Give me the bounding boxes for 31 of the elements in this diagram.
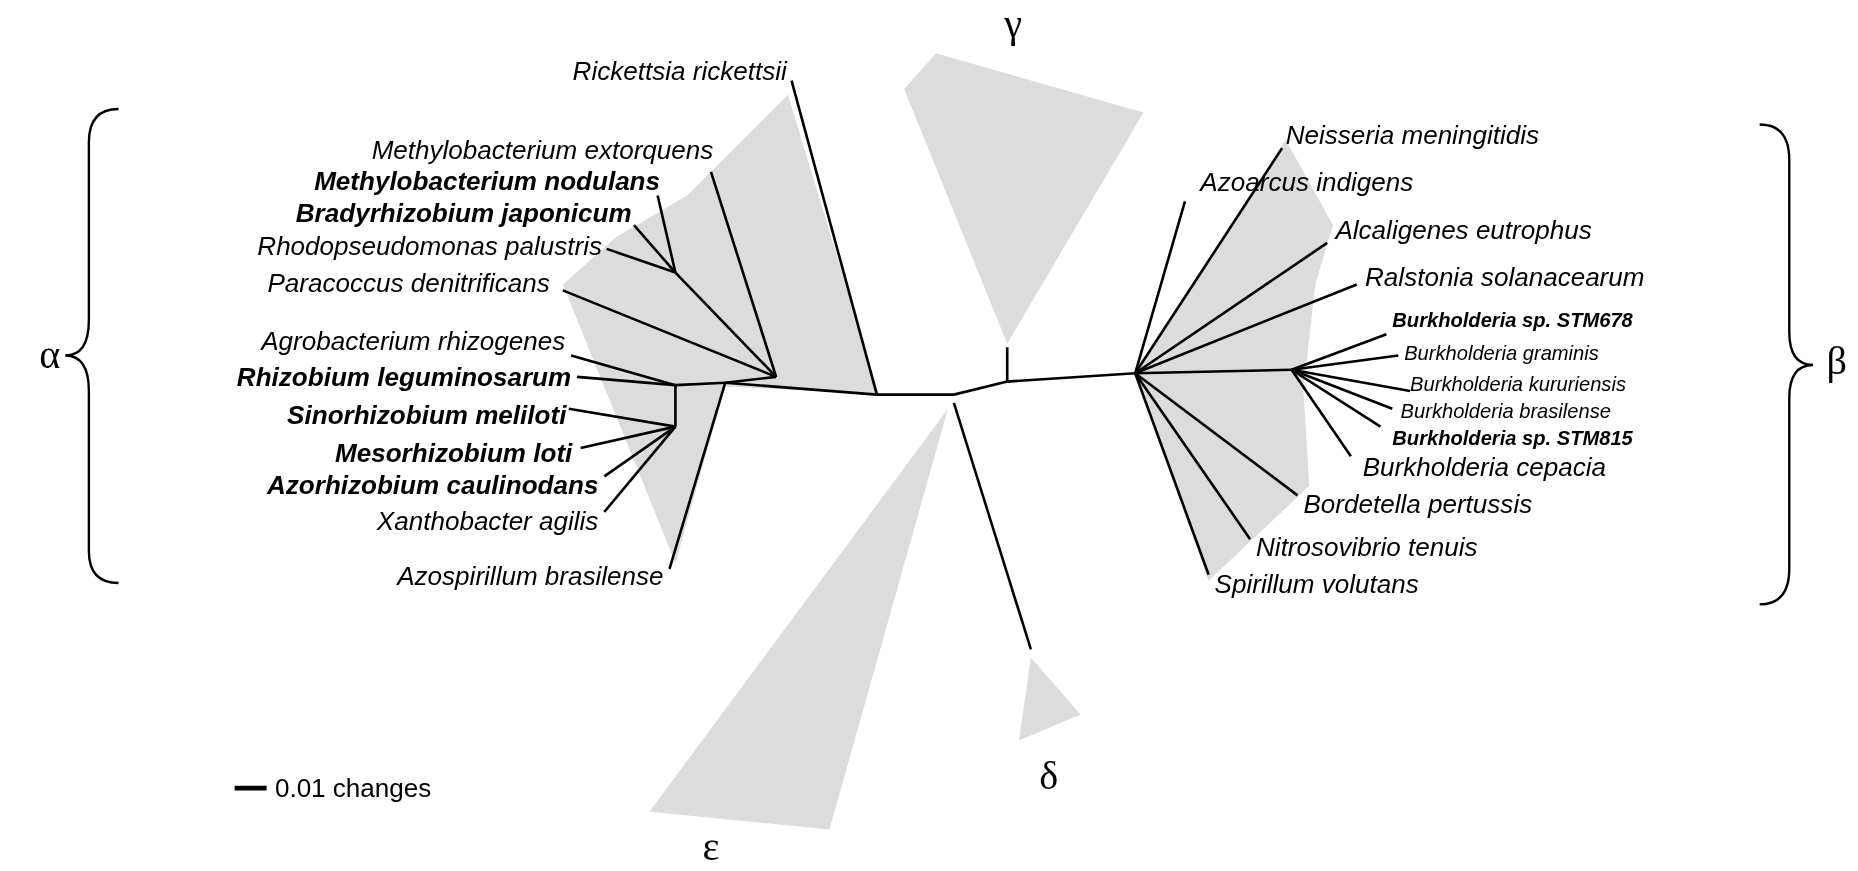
- species-label: Neisseria meningitidis: [1285, 120, 1539, 150]
- clade-label: β: [1826, 339, 1847, 384]
- species-label: Burkholderia graminis: [1404, 342, 1599, 365]
- species-label: Methylobacterium nodulans: [314, 166, 660, 196]
- species-label: Sinorhizobium meliloti: [287, 400, 567, 430]
- species-label: Burkholderia sp. STM815: [1392, 427, 1633, 450]
- species-label: Azospirillum brasilense: [397, 561, 664, 591]
- species-label: Methylobacterium extorquens: [371, 136, 714, 165]
- species-label: Rickettsia rickettsii: [572, 56, 787, 86]
- clade-label: α: [39, 333, 61, 378]
- species-label: Burkholderia brasilense: [1400, 400, 1611, 423]
- species-label: Nitrosovibrio tenuis: [1256, 533, 1478, 562]
- species-label: Xanthobacter agilis: [376, 507, 599, 536]
- species-label: Bordetella pertussis: [1303, 489, 1533, 518]
- scale-bar-label: 0.01 changes: [274, 773, 432, 803]
- species-label: Azorhizobium caulinodans: [267, 470, 599, 499]
- species-label: Burkholderia sp. STM678: [1392, 308, 1633, 331]
- clade-label: ε: [702, 825, 720, 870]
- species-label: Bradyrhizobium japonicum: [295, 198, 632, 228]
- clade-label: δ: [1039, 754, 1059, 799]
- clade-label: γ: [1004, 1, 1022, 46]
- species-label: Alcaligenes eutrophus: [1335, 215, 1592, 245]
- species-label: Paracoccus denitrificans: [267, 268, 550, 298]
- species-label: Agrobacterium rhizogenes: [261, 326, 566, 356]
- species-label: Burkholderia kururiensis: [1410, 372, 1626, 395]
- species-label: Ralstonia solanacearum: [1365, 262, 1645, 292]
- species-label: Rhizobium leguminosarum: [236, 362, 572, 392]
- species-label: Spirillum volutans: [1214, 569, 1419, 599]
- species-label: Burkholderia cepacia: [1362, 452, 1606, 482]
- species-label: Mesorhizobium loti: [335, 438, 573, 467]
- species-label: Rhodopseudomonas palustris: [257, 232, 602, 261]
